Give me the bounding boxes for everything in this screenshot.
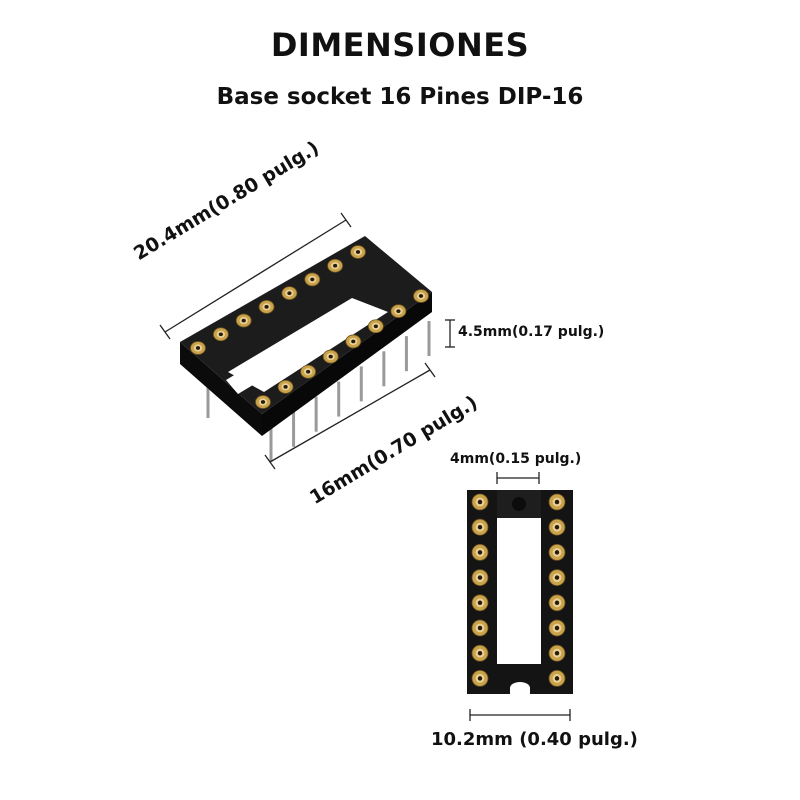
socket-cutout — [228, 298, 388, 392]
pin-contact — [471, 670, 489, 687]
pin-contacts — [190, 245, 429, 409]
pin-contact — [367, 319, 384, 334]
pin-contact — [300, 364, 317, 379]
pin-contact — [548, 518, 566, 536]
length-dimension-line — [164, 219, 347, 333]
socket-top-view-image — [467, 490, 573, 694]
page-title: DIMENSIONES — [270, 26, 530, 64]
pin-contact — [471, 644, 489, 662]
height-label: 4.5mm(0.17 pulg.) — [458, 324, 605, 340]
pin-contact — [413, 289, 429, 303]
pin-contact — [548, 644, 566, 662]
pin-contact — [548, 569, 566, 586]
pin-contact — [471, 569, 489, 586]
pin-contact — [390, 304, 407, 319]
socket-body-front — [262, 292, 432, 436]
pin-contact — [471, 493, 489, 511]
pin-contact — [235, 313, 252, 328]
pin-contact — [548, 670, 566, 687]
pin-contact — [258, 299, 275, 314]
pin-contact — [471, 518, 489, 536]
pin-contact — [350, 245, 366, 259]
row-length-dimension-line — [269, 369, 431, 463]
pin-contact — [281, 286, 298, 301]
pin-contact — [548, 493, 566, 511]
pin-contact — [548, 544, 566, 561]
pin-contact — [190, 341, 206, 355]
pin-contact — [471, 619, 489, 637]
socket-notch — [226, 368, 258, 394]
page-subtitle: Base socket 16 Pines DIP-16 — [216, 84, 584, 110]
pin-contact — [255, 395, 271, 409]
pin-contact — [304, 272, 321, 287]
pin-contact — [345, 334, 362, 349]
pin-contact — [212, 327, 229, 342]
pin-contact — [471, 544, 489, 561]
pin-contact — [548, 594, 566, 612]
pin-contact — [327, 258, 344, 273]
total-width-label: 10.2mm (0.40 pulg.) — [431, 729, 638, 750]
pin-contact — [322, 349, 339, 364]
pin-contact — [277, 379, 294, 394]
slot-width-label: 4mm(0.15 pulg.) — [450, 451, 582, 467]
pin-contact — [471, 594, 489, 612]
socket-body-side — [180, 342, 262, 436]
socket-perspective-image — [180, 236, 432, 462]
pin-contacts — [471, 493, 566, 687]
pin-contact — [548, 619, 566, 637]
